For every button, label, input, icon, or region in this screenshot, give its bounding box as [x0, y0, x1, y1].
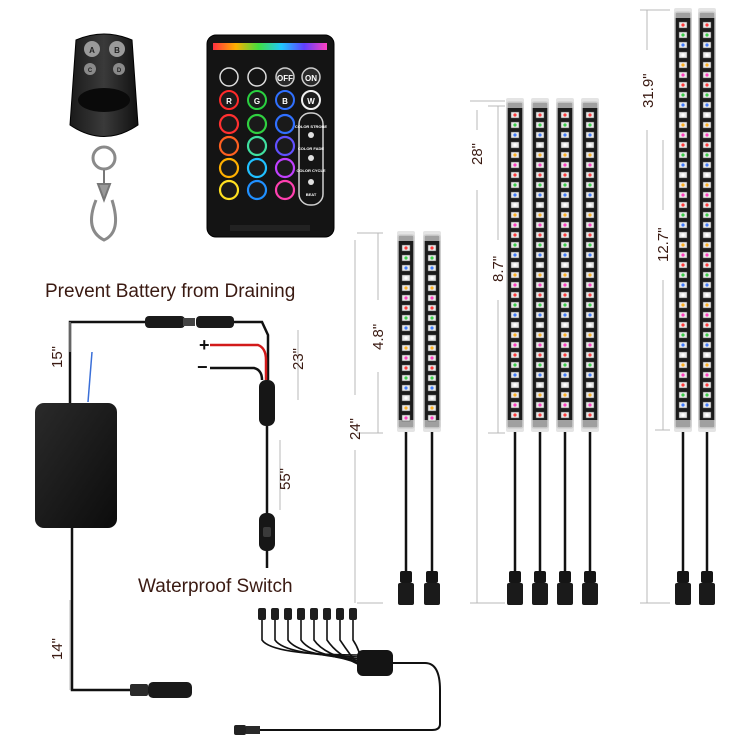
- splitter-harness: [234, 608, 441, 735]
- negative-wire: [210, 366, 264, 381]
- control-box-wiring: [35, 316, 275, 698]
- remote-g-label: G: [254, 97, 260, 106]
- fob-button-c[interactable]: [84, 63, 96, 75]
- remote-mode-icon[interactable]: [219, 67, 239, 87]
- remote-color-button[interactable]: [218, 135, 240, 157]
- caption-waterproof-switch: Waterproof Switch: [138, 576, 293, 597]
- remote-color-button[interactable]: [274, 113, 296, 135]
- remote-color-button[interactable]: [274, 157, 296, 179]
- splitter-output-connector: [271, 608, 279, 620]
- remote-mode-icon[interactable]: [247, 67, 267, 87]
- led-strip: [531, 98, 549, 605]
- led-strip: [423, 231, 441, 605]
- splitter-output-connector: [284, 608, 292, 620]
- caption-prevent-battery: Prevent Battery from Draining: [45, 281, 295, 302]
- remote-color-button[interactable]: [301, 90, 321, 110]
- dim-28: 28": [469, 143, 486, 165]
- led-strip: [556, 98, 574, 605]
- remote-color-button[interactable]: [246, 135, 268, 157]
- dim-8-7: 8.7": [490, 256, 507, 282]
- dim-15: 15": [49, 346, 66, 368]
- inline-fuse-holder: [259, 380, 275, 426]
- keyfob-remote: A B C D: [69, 33, 139, 242]
- remote-mode-panel[interactable]: [298, 112, 324, 206]
- minus-sign: −: [197, 357, 208, 377]
- fob-label-b: B: [114, 46, 120, 55]
- remote-off-label: OFF: [277, 74, 293, 83]
- remote-cycle-label: COLOR CYCLE: [296, 168, 325, 173]
- splitter-input-connector: [234, 725, 246, 735]
- remote-power-button[interactable]: [275, 67, 295, 87]
- positive-wire: [210, 343, 268, 380]
- splitter-hub: [357, 650, 393, 676]
- dim-4-8: 4.8": [370, 324, 387, 350]
- led-strip: [698, 8, 716, 605]
- fob-button-d[interactable]: [113, 63, 125, 75]
- fob-button-b[interactable]: [109, 41, 125, 57]
- fob-label-d: D: [117, 68, 122, 74]
- dim-31-9: 31.9": [640, 73, 657, 108]
- controller-box: [35, 403, 117, 528]
- remote-color-button[interactable]: [218, 113, 240, 135]
- dim-14: 14": [49, 638, 66, 660]
- remote-color-button[interactable]: [219, 90, 239, 110]
- remote-rainbow-strip: [213, 43, 327, 50]
- remote-color-button[interactable]: [246, 113, 268, 135]
- remote-strobe-label: COLOR STROBE: [295, 124, 328, 129]
- remote-w-label: W: [307, 97, 315, 106]
- fob-label-a: A: [89, 46, 95, 55]
- remote-r-label: R: [226, 97, 232, 106]
- fob-button-a[interactable]: [84, 41, 100, 57]
- splitter-output-connector: [349, 608, 357, 620]
- led-strip: [674, 8, 692, 605]
- output-connector: [130, 684, 148, 696]
- dim-24: 24": [347, 418, 364, 440]
- remote-on-label: ON: [305, 74, 317, 83]
- splitter-output-connector: [297, 608, 305, 620]
- dc-connector-female: [196, 316, 234, 328]
- dc-connector-male: [145, 316, 185, 328]
- remote-color-button[interactable]: [247, 90, 267, 110]
- splitter-output-connector: [323, 608, 331, 620]
- remote-color-button[interactable]: [274, 135, 296, 157]
- led-strip: [397, 231, 415, 605]
- plus-sign: +: [199, 335, 210, 355]
- dimension-lines: [69, 9, 670, 690]
- remote-power-button[interactable]: [301, 67, 321, 87]
- remote-beat-label: BEAT: [306, 192, 317, 197]
- remote-color-button[interactable]: [246, 179, 268, 201]
- remote-b-label: B: [282, 97, 288, 106]
- remote-fade-label: COLOR FADE: [298, 146, 325, 151]
- antenna-wire: [87, 351, 93, 403]
- remote-color-button[interactable]: [218, 157, 240, 179]
- dim-12-7: 12.7": [655, 227, 672, 262]
- splitter-output-connector: [336, 608, 344, 620]
- splitter-output-connector: [258, 608, 266, 620]
- led-strip: [506, 98, 524, 605]
- remote-color-button[interactable]: [246, 157, 268, 179]
- rf-remote: OFF ON R G B W COLOR STROBE COLOR FADE C…: [206, 34, 335, 238]
- led-strip: [581, 98, 599, 605]
- dim-55: 55": [277, 468, 294, 490]
- remote-color-button[interactable]: [274, 179, 296, 201]
- led-strips: [397, 8, 716, 605]
- fob-label-c: C: [88, 68, 93, 74]
- splitter-output-connector: [310, 608, 318, 620]
- remote-color-button[interactable]: [218, 179, 240, 201]
- remote-color-button[interactable]: [275, 90, 295, 110]
- dim-23: 23": [290, 348, 307, 370]
